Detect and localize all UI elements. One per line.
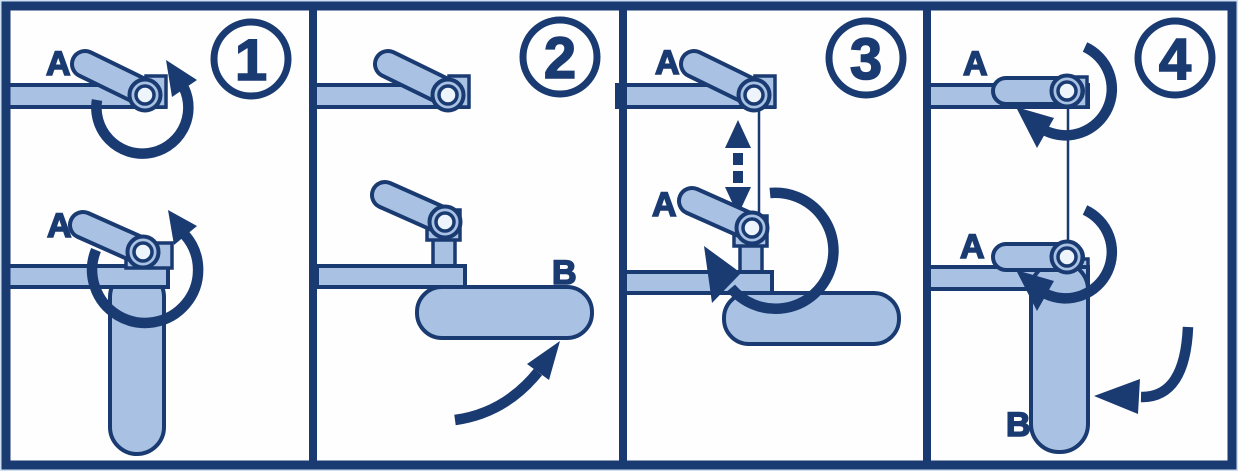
- rotate-up-arrowhead: [168, 210, 197, 245]
- step-number-badge: [825, 17, 907, 99]
- part-label-a: A: [652, 186, 677, 224]
- closed-lever-assembly: [923, 73, 1090, 109]
- rotate-up-arrow: [91, 85, 194, 159]
- rotate-lock-arrow: [726, 187, 839, 314]
- step-number-badge: [210, 18, 292, 100]
- part-label-a: A: [963, 45, 988, 83]
- down-arrowhead: [725, 187, 751, 215]
- panel-step-4: A A B 4: [923, 17, 1216, 454]
- step-number-badge: [519, 16, 601, 98]
- step-number: 4: [1159, 27, 1191, 92]
- pivot-axle: [132, 241, 154, 263]
- swing-handle-arrowhead: [1094, 379, 1140, 414]
- part-label-b: B: [1006, 406, 1031, 444]
- swing-pad-arrowhead: [527, 341, 560, 380]
- part-label-a: A: [46, 45, 71, 83]
- swing-handle-arrow: [1140, 326, 1194, 403]
- adjust-height-arrow: [725, 120, 751, 215]
- step-number: 3: [850, 27, 882, 92]
- step-number: 1: [235, 28, 267, 93]
- part-label-b: B: [552, 254, 577, 292]
- rotate-close-arrowhead: [1016, 107, 1054, 148]
- rotate-close-arrow: [1043, 42, 1118, 141]
- panel-step-2: B 2: [309, 16, 601, 426]
- step-number-badge: [1134, 17, 1216, 99]
- rotate-close-arrow: [1043, 205, 1118, 304]
- panel-step-1: A A 1: [6, 18, 292, 456]
- rotate-lock-arrowhead: [704, 246, 741, 303]
- rotate-up-arrow: [86, 231, 204, 329]
- rotate-up-arrowhead: [166, 60, 197, 97]
- pivot-axle: [1056, 246, 1078, 268]
- up-arrowhead: [725, 120, 751, 148]
- panel-step-3: A A 3: [615, 17, 907, 346]
- rotate-close-arrowhead: [1016, 270, 1054, 311]
- part-label-a: A: [47, 207, 72, 245]
- clamp-handle: [108, 268, 166, 456]
- pivot-axle: [1056, 80, 1078, 102]
- step-number: 2: [544, 26, 576, 91]
- swing-pad-arrow: [454, 368, 543, 426]
- part-label-a: A: [960, 228, 985, 266]
- part-label-a: A: [655, 44, 680, 82]
